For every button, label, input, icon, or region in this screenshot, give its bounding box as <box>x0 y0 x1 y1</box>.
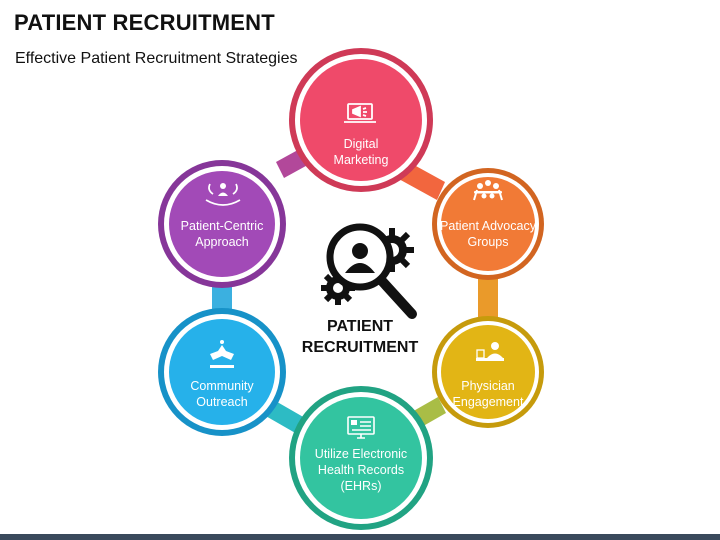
node-label-ehr: Utilize Electronic Health Records (EHRs) <box>314 447 408 493</box>
hands-together-icon <box>210 340 234 368</box>
node-patient-centric-approach <box>158 160 286 288</box>
node-community-outreach <box>158 308 286 436</box>
physician-desk-icon <box>476 342 504 361</box>
node-label-physician-engagement: Physician Engagement <box>452 379 524 409</box>
magnifier-user-gears-icon <box>321 223 417 319</box>
node-label-patient-advocacy-groups: Patient Advocacy Groups <box>440 219 536 249</box>
ehr-monitor-icon <box>347 416 375 439</box>
node-physician-engagement <box>432 316 544 428</box>
connector-advocacy-physician <box>478 270 498 325</box>
page-title: PATIENT RECRUITMENT <box>14 10 275 35</box>
node-ehr <box>289 386 433 530</box>
group-people-icon <box>473 180 503 201</box>
node-label-digital-marketing: Digital Marketing <box>333 137 389 167</box>
node-patient-advocacy-groups <box>432 168 544 280</box>
node-label-patient-centric-approach: Patient-Centric Approach <box>180 219 264 249</box>
page-subtitle: Effective Patient Recruitment Strategies <box>15 50 298 67</box>
laptop-megaphone-icon <box>344 103 376 123</box>
node-label-community-outreach: Community Outreach <box>190 379 254 409</box>
node-digital-marketing <box>289 48 433 192</box>
bottom-bar <box>0 534 720 540</box>
hand-person-icon <box>205 183 241 206</box>
center-label: PATIENT RECRUITMENT <box>301 318 419 356</box>
